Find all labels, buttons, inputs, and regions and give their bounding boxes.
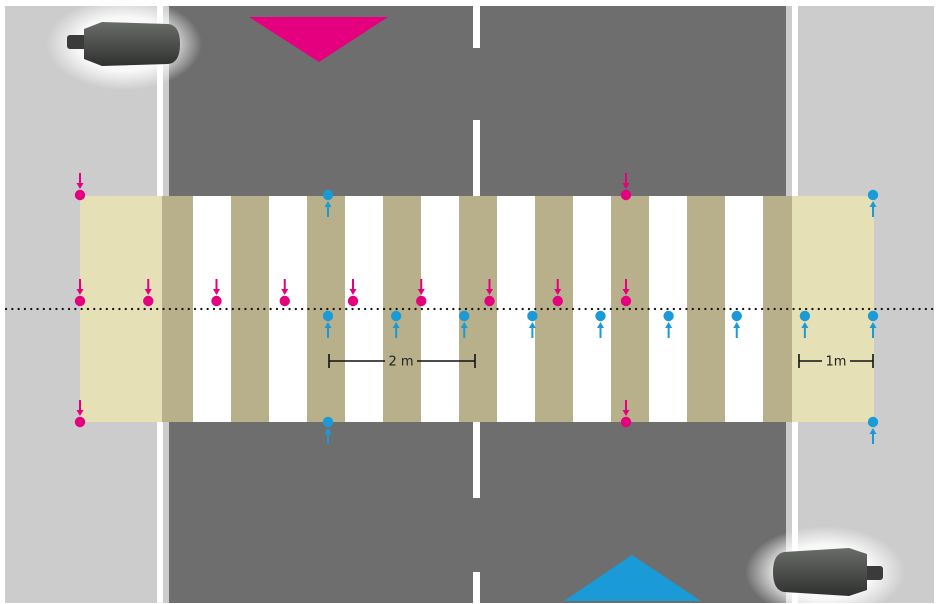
measurement-dot <box>484 296 494 306</box>
measurement-dot <box>348 296 358 306</box>
measurement-dot <box>553 296 563 306</box>
center-dash <box>473 120 480 196</box>
measurement-dot <box>143 296 153 306</box>
lamp-housing <box>773 548 867 596</box>
center-dash <box>473 572 480 603</box>
measurement-dot <box>663 311 673 321</box>
zebra-stripes <box>162 196 792 422</box>
measurement-dot <box>323 190 333 200</box>
measurement-dot <box>621 296 631 306</box>
measurement-dot <box>391 311 401 321</box>
lamp-housing <box>84 22 180 66</box>
measurement-dot <box>416 296 426 306</box>
measurement-dot <box>280 296 290 306</box>
measurement-dot <box>800 311 810 321</box>
measurement-dot <box>732 311 742 321</box>
measurement-dot <box>75 296 85 306</box>
measurement-dot <box>459 311 469 321</box>
zebra-stripe <box>193 196 231 422</box>
measurement-dot <box>621 190 631 200</box>
dimension-label-1m: 1m <box>826 355 847 370</box>
measurement-dot <box>323 417 333 427</box>
measurement-dot <box>323 311 333 321</box>
measurement-dot <box>595 311 605 321</box>
measurement-dot <box>75 417 85 427</box>
measurement-dot <box>527 311 537 321</box>
measurement-dot <box>621 417 631 427</box>
street-lamp-icon <box>46 0 202 90</box>
measurement-dot <box>868 190 878 200</box>
center-dash <box>473 422 480 498</box>
measurement-dot <box>75 190 85 200</box>
dimension-label-2m: 2 m <box>388 355 413 370</box>
center-dash <box>473 6 480 48</box>
measurement-dot <box>868 417 878 427</box>
measurement-dot <box>868 311 878 321</box>
measurement-dot <box>211 296 221 306</box>
